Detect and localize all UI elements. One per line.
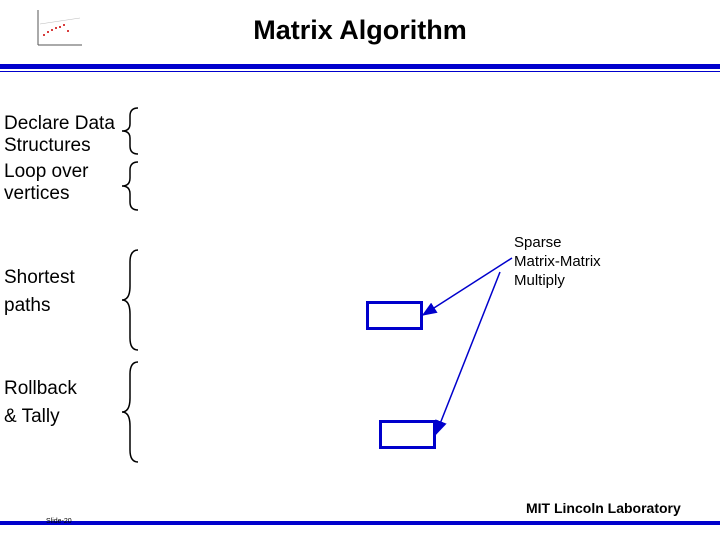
footer-rule	[0, 521, 720, 525]
callout-line3: Multiply	[514, 271, 601, 290]
callout-line1: Sparse	[514, 233, 601, 252]
slide-number: Slide-20	[46, 518, 72, 525]
arrow-to-lower-box	[436, 272, 500, 434]
callout-sparse-mm: Sparse Matrix-Matrix Multiply	[514, 233, 601, 290]
footer-lab-name: MIT Lincoln Laboratory	[526, 500, 681, 516]
callout-line2: Matrix-Matrix	[514, 252, 601, 271]
arrow-to-upper-box	[423, 258, 512, 315]
